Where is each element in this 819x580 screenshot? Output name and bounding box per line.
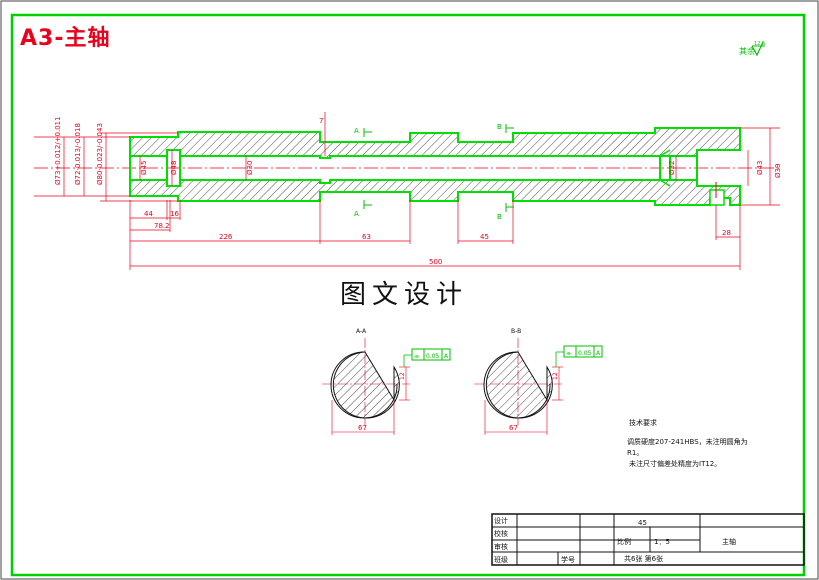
- inner-frame: [10, 13, 806, 577]
- left-diameter-dims: [34, 127, 780, 206]
- section-b-datum: A: [596, 350, 601, 357]
- section-a-key: 12: [399, 372, 406, 380]
- dim-d39: Ø39: [774, 164, 782, 178]
- roughness-label: 其余: [739, 46, 755, 56]
- tb-part-name: 主轴: [722, 538, 736, 546]
- tech-line-1: 调质硬度207-241HBS，未注明圆角为: [627, 438, 748, 446]
- title-block: [491, 513, 805, 566]
- tech-requirements: 技术要求 调质硬度207-241HBS，未注明圆角为 R1。 未注尺寸偏差处精度…: [627, 418, 748, 470]
- dim-63: 63: [362, 233, 371, 241]
- section-a-sym: ⌯: [414, 352, 420, 360]
- dim-16: 16: [170, 210, 179, 218]
- dim-d73: Ø73+0.012/+0.011: [54, 116, 62, 185]
- section-b-key: 12: [552, 372, 559, 380]
- tb-xuehao: 学号: [561, 556, 575, 564]
- watermark-text: 图文设计: [340, 280, 469, 310]
- section-b-sym: ⌯: [566, 349, 572, 357]
- section-a-title: A-A: [356, 328, 367, 335]
- tb-row-check: 校核: [494, 530, 508, 538]
- tb-row-review: 审核: [494, 543, 508, 551]
- dim-226: 226: [219, 233, 233, 241]
- section-a-top: A: [354, 127, 359, 135]
- section-a-width: 67: [358, 424, 367, 432]
- dim-d30: Ø30: [246, 161, 254, 175]
- tech-heading: 技术要求: [629, 419, 657, 427]
- tb-row-class: 班级: [494, 556, 508, 564]
- dim-45: 45: [480, 233, 489, 241]
- section-b-title: B-B: [511, 328, 521, 335]
- tech-line-2: R1。: [627, 449, 644, 457]
- roughness-value: 12.5: [754, 41, 765, 47]
- dim-28: 28: [722, 229, 731, 237]
- section-b-bottom: B: [497, 213, 502, 221]
- main-view: Ø73+0.012/+0.011 Ø72-0.013/-0.018 Ø80-0.…: [34, 112, 782, 270]
- dim-d48: Ø48: [170, 161, 178, 175]
- tb-sheets: 共6张 第6张: [624, 555, 664, 563]
- dim-78: 78.2: [154, 222, 170, 230]
- dim-44: 44: [144, 210, 153, 218]
- section-markers: [363, 124, 514, 212]
- dim-d80: Ø80-0.023/-0.043: [96, 123, 104, 185]
- dim-d72: Ø72-0.013/-0.018: [74, 123, 82, 185]
- section-a-datum: A: [444, 353, 449, 360]
- dim-7: 7: [319, 117, 323, 125]
- section-a-tol: 0.05: [426, 353, 440, 360]
- section-b-top: B: [497, 123, 502, 131]
- dim-d45: Ø45: [140, 161, 148, 175]
- tb-row-design: 设计: [494, 517, 508, 525]
- section-a-a: A-A 67 12 ⌯ 0.05 A: [322, 328, 451, 435]
- roughness-icon: 其余 12.5: [739, 41, 765, 57]
- dim-d32: Ø32: [668, 161, 676, 175]
- section-b-tol: 0.05: [578, 350, 592, 357]
- section-a-bottom: A: [354, 210, 359, 218]
- length-dims: [129, 112, 741, 270]
- tb-material: 45: [638, 519, 647, 527]
- tb-scale-value: 1：5: [654, 538, 670, 546]
- tb-scale-label: 比例: [617, 538, 631, 546]
- tech-line-3: 未注尺寸偏差处精度为IT12。: [629, 460, 722, 468]
- section-b-width: 67: [509, 424, 518, 432]
- section-b-b: B-B 67 12 ⌯ 0.05 A: [474, 328, 603, 435]
- dim-d43: Ø43: [756, 161, 764, 175]
- dim-500: 500: [429, 258, 442, 266]
- sheet-title: A3-主轴: [20, 26, 111, 51]
